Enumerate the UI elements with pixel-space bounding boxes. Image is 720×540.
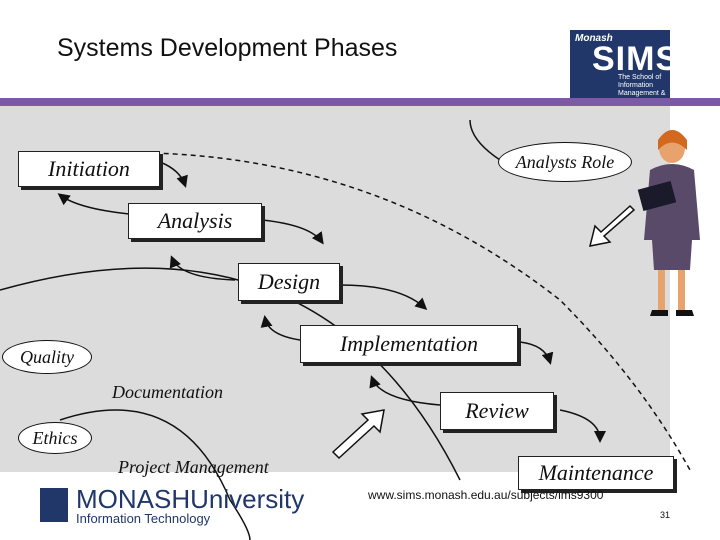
ethics-label: Ethics <box>18 422 92 454</box>
quality-label: Quality <box>2 340 92 374</box>
phase-maintenance: Maintenance <box>518 456 674 490</box>
phase-analysis: Analysis <box>128 203 262 239</box>
documentation-label: Documentation <box>112 382 223 402</box>
page-title: Systems Development Phases <box>57 34 398 62</box>
analysts-role-label: Analysts Role <box>498 142 632 182</box>
page-number: 31 <box>660 510 671 520</box>
phase-implementation: Implementation <box>300 325 518 363</box>
university-suffix: University <box>190 484 305 514</box>
faculty-label: Information Technology <box>76 511 211 526</box>
footer-url: www.sims.monash.edu.au/subjects/ims9300 <box>368 488 604 502</box>
header-band <box>0 98 720 106</box>
phase-initiation: Initiation <box>18 151 160 187</box>
monash-university-name: MONASHUniversity <box>76 484 304 515</box>
monash-crest-icon <box>40 488 68 522</box>
university-name: MONASH <box>76 484 191 514</box>
arrow-icon <box>331 409 385 460</box>
phase-review: Review <box>440 392 554 430</box>
logo-top: Monash <box>575 33 613 44</box>
phase-design: Design <box>238 263 340 301</box>
arrow-icon <box>588 204 636 247</box>
project-management-label: Project Management <box>118 457 269 477</box>
woman-figure-icon <box>637 130 700 316</box>
logo-main: SIMS <box>592 40 680 78</box>
ethics-curve <box>59 409 251 540</box>
dashed-curve <box>19 152 691 471</box>
